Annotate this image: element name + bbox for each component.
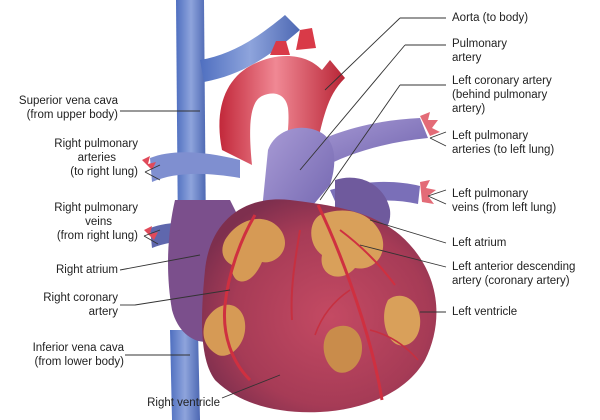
label-right-atrium: Right atrium: [56, 264, 118, 276]
label-left-ventricle: Left ventricle: [452, 306, 518, 318]
label-left-anterior-descending: Left anterior descending artery (coronar…: [452, 261, 576, 287]
label-aorta: Aorta (to body): [452, 12, 529, 24]
leader-lines: [119, 17, 447, 399]
label-left-coronary-artery: Left coronary artery (behind pulmonary a…: [452, 75, 552, 115]
right-coronary-artery-shape: [222, 214, 257, 382]
brachiocephalic-vein-shape: [200, 15, 300, 82]
label-left-pulmonary-arteries: Left pulmonary arteries (to left lung): [452, 130, 555, 156]
label-pulmonary-artery: Pulmonary artery: [452, 38, 507, 64]
superior-vena-cava-shape: [176, 0, 206, 240]
label-left-atrium: Left atrium: [452, 237, 507, 249]
label-left-pulmonary-veins: Left pulmonary veins (from left lung): [452, 188, 557, 214]
fat-deposit-shape: [222, 218, 286, 282]
right-pulmonary-arteries-shape: [150, 152, 240, 182]
inferior-vena-cava-shape: [170, 330, 200, 420]
label-inferior-vena-cava: Inferior vena cava (from lower body): [32, 342, 124, 368]
label-superior-vena-cava: Superior vena cava (from upper body): [18, 95, 118, 121]
left-anterior-descending-shape: [316, 204, 384, 401]
label-right-ventricle: Right ventricle: [147, 397, 220, 409]
label-right-pulmonary-veins: Right pulmonary veins (from right lung): [54, 202, 138, 242]
label-right-coronary-artery: Right coronary artery: [43, 292, 118, 318]
label-right-pulmonary-arteries: Right pulmonary arteries (to right lung): [54, 138, 138, 178]
